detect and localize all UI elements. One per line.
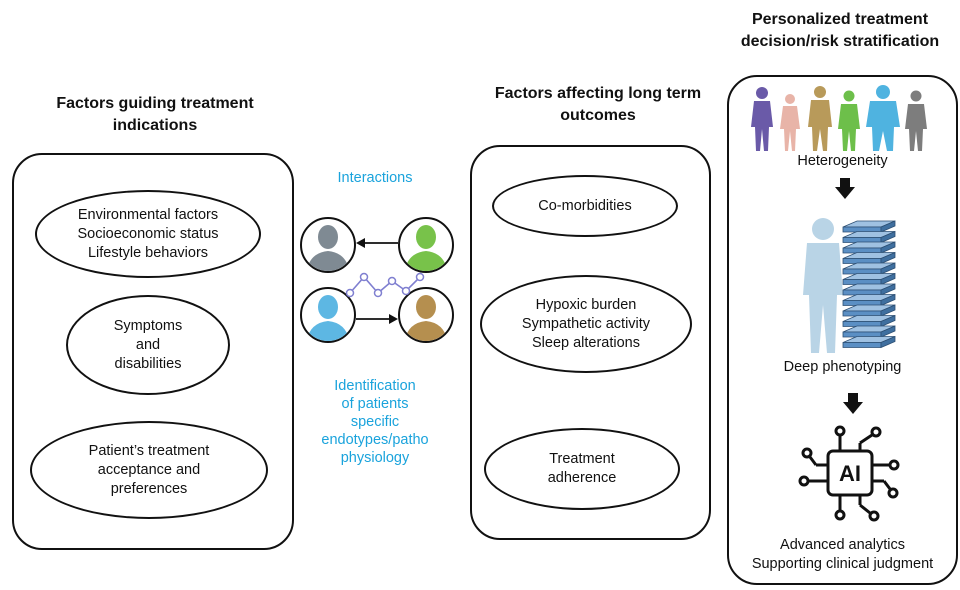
right-heading: Personalized treatment decision/risk str… xyxy=(740,11,940,50)
heterogeneity-label: Heterogeneity xyxy=(797,153,888,169)
ai-text: AI xyxy=(839,461,861,486)
stack-plate-side xyxy=(880,230,896,244)
adherence-ellipse: Treatment adherence xyxy=(484,428,680,510)
stack-plate-side xyxy=(880,272,896,286)
comorbidities-ellipse: Co-morbidities xyxy=(492,175,678,237)
left-panel xyxy=(12,153,294,550)
figure-tan xyxy=(808,86,832,151)
body-silhouette xyxy=(803,218,843,353)
right-panel xyxy=(727,75,958,585)
interactions-graphic xyxy=(300,217,454,343)
person-gray-icon xyxy=(300,217,356,273)
left-heading: Factors guiding treatment indications xyxy=(56,95,254,134)
stack-plate-side xyxy=(880,304,896,317)
arrow-right-icon xyxy=(356,314,398,324)
figure-pink xyxy=(780,94,800,151)
hypoxic-ellipse: Hypoxic burden Sympathetic activity Slee… xyxy=(480,275,692,373)
stack-plate-side xyxy=(880,220,896,233)
patient-acceptance-ellipse: Patient’s treatment acceptance and prefe… xyxy=(30,421,268,519)
heterogeneity-figures-icon xyxy=(751,85,927,151)
person-green-icon xyxy=(398,217,454,273)
stack-plate-side xyxy=(880,241,896,254)
middle-panel xyxy=(470,145,711,540)
arrow-left-icon xyxy=(356,238,398,248)
stack-plate-side xyxy=(880,262,896,275)
middle-heading: Factors affecting long term outcomes xyxy=(494,85,702,124)
person-blue-icon xyxy=(300,287,356,343)
figure-blue xyxy=(866,85,900,151)
data-stack xyxy=(842,220,896,349)
deep-phenotyping-label: Deep phenotyping xyxy=(783,359,902,375)
symptoms-ellipse: Symptoms and disabilities xyxy=(66,295,230,395)
identification-label: Identification of patients specific endo… xyxy=(321,378,429,466)
figure-green xyxy=(838,90,860,151)
network-icon xyxy=(345,272,425,298)
stack-plate-side xyxy=(880,283,896,296)
ai-chip-icon: AI xyxy=(798,425,900,522)
environmental-ellipse: Environmental factors Socioeconomic stat… xyxy=(35,190,261,278)
down-arrow-icon-2 xyxy=(843,393,863,414)
analytics-label: Advanced analytics Supporting clinical j… xyxy=(751,537,934,572)
down-arrow-icon-1 xyxy=(835,178,855,199)
stack-plate-side xyxy=(880,335,896,349)
person-brown-icon xyxy=(398,287,454,343)
stack-plate-side xyxy=(880,325,896,338)
stack-plate-side xyxy=(880,251,896,265)
interactions-label: Interactions xyxy=(337,170,413,186)
deep-phenotyping-icon xyxy=(803,218,896,353)
figure-gray xyxy=(905,90,927,151)
stack-plate-side xyxy=(880,293,896,307)
stack-plate-side xyxy=(880,314,896,328)
stack-plate-front xyxy=(842,342,882,348)
figure-purple xyxy=(751,87,773,151)
